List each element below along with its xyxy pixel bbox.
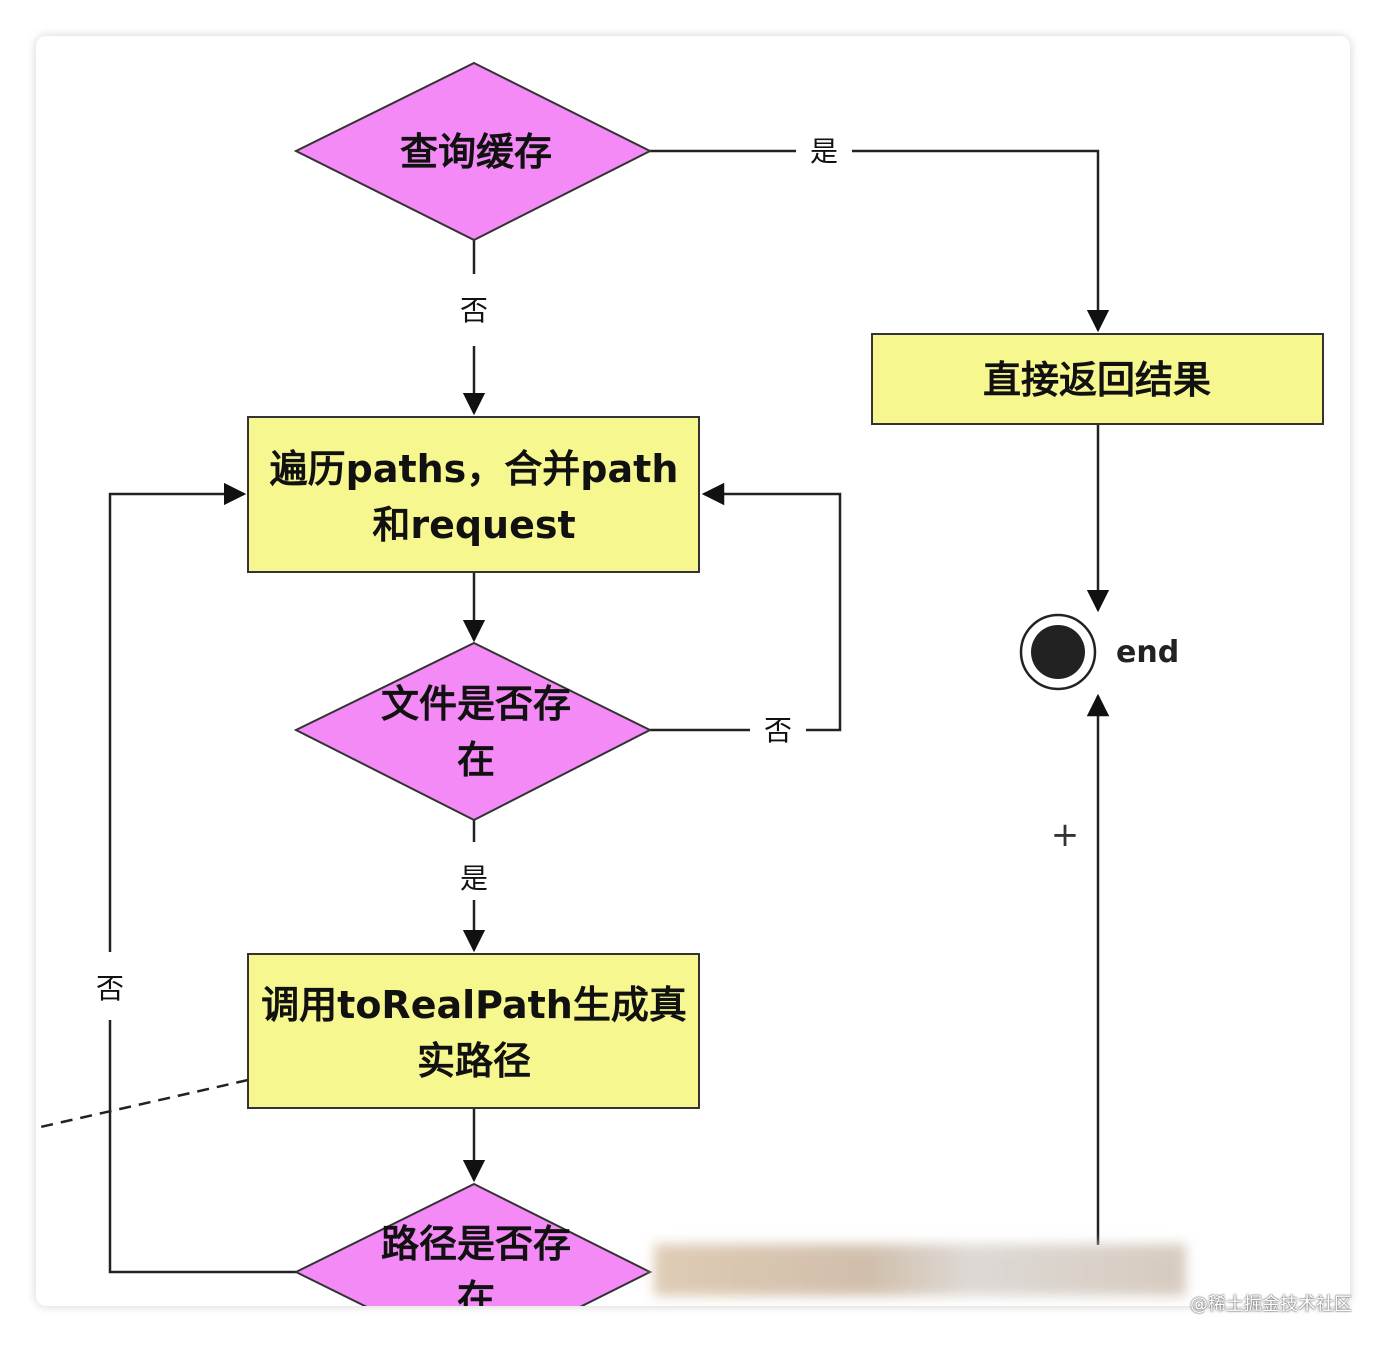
decision-query-cache: [293, 61, 653, 242]
dashed-annotation-line: [36, 1078, 249, 1130]
diagram-card: 是 否 否 是 否: [36, 36, 1350, 1306]
decision-file-exists-line1: 文件是否存: [381, 682, 571, 726]
edge-cache-yes-2: [852, 149, 1110, 333]
edge-path-no-2: [108, 482, 247, 952]
edge-path-no: [108, 1020, 296, 1274]
watermark: @稀土掘金技术社区: [1190, 1294, 1352, 1315]
decision-path-exists-line2: 在: [457, 1277, 495, 1306]
process-call-realpath-line1: 调用toRealPath生成真: [261, 983, 687, 1027]
process-iterate-paths-line2: 和request: [372, 503, 575, 547]
process-return-result-label: 直接返回结果: [983, 358, 1211, 402]
process-iterate-paths-line1: 遍历paths，合并path: [270, 447, 679, 491]
process-call-realpath-line2: 实路径: [417, 1039, 531, 1083]
edge-label-cache-yes: 是: [810, 135, 838, 168]
edge-label-path-no: 否: [96, 972, 124, 1005]
decision-file-exists-line2: 在: [457, 738, 495, 782]
process-iterate-paths: [247, 416, 700, 573]
decision-path-exists: [293, 1182, 653, 1306]
decision-file-exists: [293, 641, 653, 822]
blurred-label: [654, 1244, 1186, 1296]
end-node-label: end: [1116, 635, 1179, 670]
decision-path-exists-line1: 路径是否存: [381, 1222, 571, 1266]
edge-label-cache-no: 否: [460, 294, 488, 327]
flowchart: 是 否 否 是 否: [36, 61, 1324, 1306]
edge-file-no-2: [701, 482, 842, 732]
end-node-dot: [1031, 625, 1085, 679]
edge-label-file-yes: 是: [460, 862, 488, 895]
edge-label-file-no: 否: [764, 714, 792, 747]
plus-mark: +: [1051, 815, 1080, 855]
process-call-realpath: [247, 953, 700, 1109]
decision-query-cache-label: 查询缓存: [400, 130, 552, 174]
process-return-result: [871, 333, 1324, 425]
